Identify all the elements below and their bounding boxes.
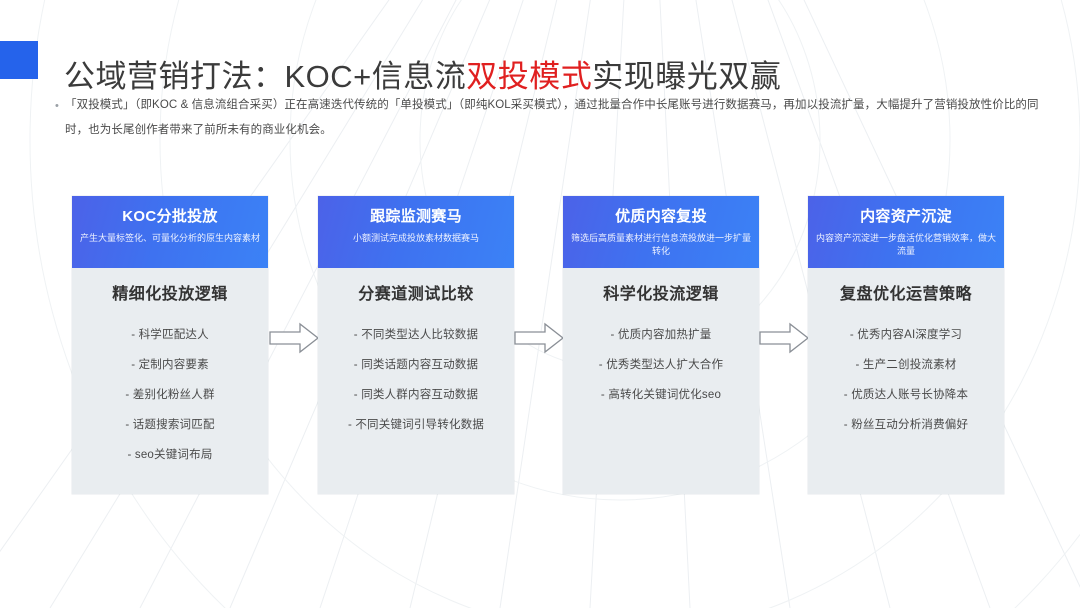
list-item: - 话题搜索词匹配 xyxy=(125,419,215,431)
flow-card-body: 复盘优化运营策略 - 优秀内容AI深度学习 - 生产二创投流素材 - 优质达人账… xyxy=(808,268,1004,440)
list-item: - 同类人群内容互动数据 xyxy=(353,389,479,401)
flow-card-header-title: KOC分批投放 xyxy=(122,208,218,225)
arrow-right-icon xyxy=(268,321,320,355)
list-item: - 定制内容要素 xyxy=(131,359,209,371)
list-item: - 粉丝互动分析消费偏好 xyxy=(843,419,969,431)
flow-card-header: 优质内容复投 筛选后高质量素材进行信息流投放进一步扩量转化 xyxy=(563,196,759,268)
arrow-right-icon xyxy=(758,321,810,355)
list-item: - 差别化粉丝人群 xyxy=(125,389,215,401)
slide-footer: NEWRANK.CN 30 xyxy=(0,552,1080,608)
flow-card-header-title: 内容资产沉淀 xyxy=(860,208,952,225)
flow-card-body-title: 分赛道测试比较 xyxy=(358,286,474,303)
flow-card-header-subtitle: 内容资产沉淀进一步盘活优化营销效率，做大流量 xyxy=(816,233,997,256)
flow-card-body: 精细化投放逻辑 - 科学匹配达人 - 定制内容要素 - 差别化粉丝人群 - 话题… xyxy=(72,268,268,470)
flow-card-header-title: 优质内容复投 xyxy=(615,208,707,225)
flow-card[interactable]: 优质内容复投 筛选后高质量素材进行信息流投放进一步扩量转化 科学化投流逻辑 - … xyxy=(563,196,759,494)
flow-card[interactable]: 跟踪监测赛马 小额测试完成投放素材数据赛马 分赛道测试比较 - 不同类型达人比较… xyxy=(318,196,514,494)
list-item: - 优质内容加热扩量 xyxy=(610,329,712,341)
flow-card[interactable]: 内容资产沉淀 内容资产沉淀进一步盘活优化营销效率，做大流量 复盘优化运营策略 -… xyxy=(808,196,1004,494)
list-item: - 高转化关键词优化seo xyxy=(600,389,722,401)
page-title-prefix: 公域营销打法：KOC+信息流 xyxy=(64,58,467,94)
flow-card-header: 内容资产沉淀 内容资产沉淀进一步盘活优化营销效率，做大流量 xyxy=(808,196,1004,268)
flow-card-header: KOC分批投放 产生大量标签化、可量化分析的原生内容素材 xyxy=(72,196,268,268)
flow-card-header-title: 跟踪监测赛马 xyxy=(370,208,462,225)
flow-card-body: 科学化投流逻辑 - 优质内容加热扩量 - 优秀类型达人扩大合作 - 高转化关键词… xyxy=(563,268,759,410)
page-title: 公域营销打法：KOC+信息流双投模式实现曝光双赢 xyxy=(64,55,781,99)
flow-card-body-title: 科学化投流逻辑 xyxy=(603,286,719,303)
flow-card-list: - 优秀内容AI深度学习 - 生产二创投流素材 - 优质达人账号长协降本 - 粉… xyxy=(808,320,1004,440)
flow-card-header-subtitle: 筛选后高质量素材进行信息流投放进一步扩量转化 xyxy=(571,233,752,256)
arrow-right-icon xyxy=(513,321,565,355)
flow-card-header: 跟踪监测赛马 小额测试完成投放素材数据赛马 xyxy=(318,196,514,268)
page-title-suffix: 实现曝光双赢 xyxy=(592,58,782,94)
list-item: - 同类话题内容互动数据 xyxy=(353,359,479,371)
list-item: - 优质达人账号长协降本 xyxy=(843,389,969,401)
list-item: - 不同类型达人比较数据 xyxy=(353,329,479,341)
lead-bullet-icon: • xyxy=(55,100,59,112)
flow-card-header-subtitle: 产生大量标签化、可量化分析的原生内容素材 xyxy=(80,233,261,243)
list-item: - 不同关键词引导转化数据 xyxy=(347,419,485,431)
flow-card[interactable]: KOC分批投放 产生大量标签化、可量化分析的原生内容素材 精细化投放逻辑 - 科… xyxy=(72,196,268,494)
flow-card-header-subtitle: 小额测试完成投放素材数据赛马 xyxy=(352,233,479,243)
list-item: - 优秀类型达人扩大合作 xyxy=(598,359,724,371)
flow-card-body: 分赛道测试比较 - 不同类型达人比较数据 - 同类话题内容互动数据 - 同类人群… xyxy=(318,268,514,440)
list-item: - 科学匹配达人 xyxy=(131,329,209,341)
list-item: - 优秀内容AI深度学习 xyxy=(849,329,963,341)
flow-card-body-title: 复盘优化运营策略 xyxy=(839,286,972,303)
list-item: - seo关键词布局 xyxy=(127,449,213,461)
title-accent-square xyxy=(0,41,38,79)
flow-card-list: - 科学匹配达人 - 定制内容要素 - 差别化粉丝人群 - 话题搜索词匹配 - … xyxy=(72,320,268,470)
flow-card-list: - 不同类型达人比较数据 - 同类话题内容互动数据 - 同类人群内容互动数据 -… xyxy=(318,320,514,440)
list-item: - 生产二创投流素材 xyxy=(855,359,957,371)
flow-card-list: - 优质内容加热扩量 - 优秀类型达人扩大合作 - 高转化关键词优化seo xyxy=(563,320,759,410)
lead-paragraph-text: 「双投模式」（即KOC & 信息流组合采买）正在高速迭代传统的「单投模式」（即纯… xyxy=(65,99,1039,136)
page-title-highlight: 双投模式 xyxy=(466,58,593,94)
flow-card-body-title: 精细化投放逻辑 xyxy=(112,286,228,303)
lead-paragraph: • 「双投模式」（即KOC & 信息流组合采买）正在高速迭代传统的「单投模式」（… xyxy=(55,93,1045,143)
flow-diagram: KOC分批投放 产生大量标签化、可量化分析的原生内容素材 精细化投放逻辑 - 科… xyxy=(0,196,1080,496)
